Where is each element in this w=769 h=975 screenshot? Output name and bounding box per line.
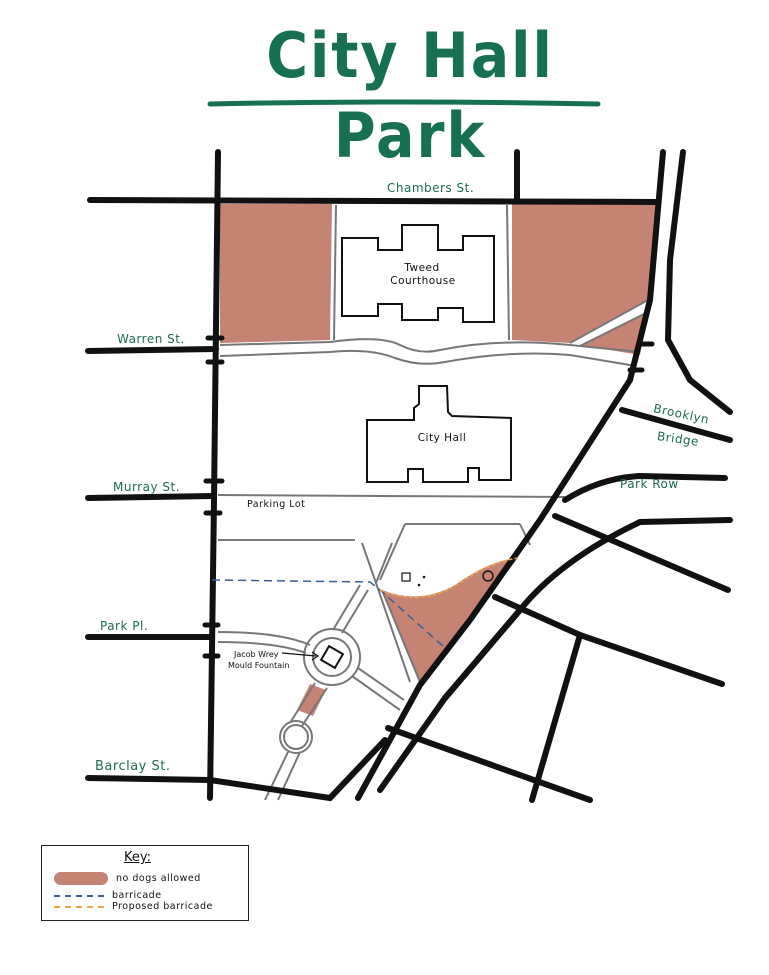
label-tweed-courthouse-2: Courthouse — [390, 275, 456, 287]
label-barclay-st: Barclay St. — [95, 759, 171, 774]
label-murray-st: Murray St. — [113, 480, 181, 494]
small-circle-marker — [482, 570, 494, 582]
street-east-2 — [492, 594, 725, 687]
legend-label: Proposed barricade — [112, 901, 213, 912]
barricade-swatch — [54, 894, 104, 897]
street-south-east — [385, 725, 593, 803]
park-row-east — [664, 149, 733, 415]
city-hall-outline — [366, 385, 512, 483]
label-tweed-courthouse-1: Tweed — [404, 262, 440, 274]
crosswalk-ticks — [202, 335, 655, 659]
label-chambers-st: Chambers St. — [387, 181, 475, 195]
legend-label: no dogs allowed — [116, 873, 201, 884]
legend-item-barricade: barricade — [54, 890, 162, 901]
map-legend: Key: no dogs allowed barricade Proposed … — [41, 845, 249, 921]
no-dogs-zone-small — [297, 684, 326, 716]
chambers-st — [87, 197, 660, 205]
label-parking-lot: Parking Lot — [247, 499, 306, 510]
legend-item-proposed-barricade: Proposed barricade — [54, 901, 213, 912]
legend-item-no-dogs: no dogs allowed — [54, 872, 201, 885]
page-title: City Hall Park — [266, 19, 554, 172]
label-fountain-1: Jacob Wrey — [234, 650, 279, 659]
centre-st-south — [377, 607, 523, 793]
fountain-arrow — [281, 652, 317, 657]
murray-st — [85, 493, 217, 501]
no-dogs-zone-east-corner — [580, 312, 648, 355]
warren-st — [85, 346, 219, 354]
barricade-line — [211, 579, 446, 649]
brooklyn-bridge-ramp — [619, 407, 733, 443]
label-park-row: Park Row — [620, 477, 679, 491]
street-east-1 — [552, 513, 731, 593]
legend-title: Key: — [124, 850, 152, 865]
no-dogs-zones — [220, 204, 657, 716]
proposed-barricade-swatch — [54, 905, 104, 908]
no-dogs-zone-northwest — [220, 204, 332, 343]
small-square-marker — [401, 572, 411, 582]
broadway-avenue — [207, 149, 221, 801]
centre-st-lower — [442, 517, 733, 701]
streets — [85, 149, 733, 803]
barclay-st — [85, 737, 388, 802]
tweed-courthouse-outline — [341, 224, 495, 323]
proposed-barricade-line — [379, 557, 519, 599]
street-south-diag — [529, 632, 583, 803]
park-row — [562, 472, 728, 503]
title-underline — [207, 99, 601, 107]
no-dogs-swatch — [54, 872, 108, 885]
fountain-icon — [319, 644, 345, 670]
park-paths — [217, 204, 649, 801]
no-dogs-zone-northeast — [512, 204, 657, 343]
label-fountain-2: Mould Fountain — [228, 661, 290, 670]
legend-label: barricade — [112, 890, 162, 901]
park-row-main — [355, 149, 666, 801]
label-city-hall: City Hall — [417, 432, 467, 444]
no-dogs-zone-southeast — [382, 558, 518, 682]
label-park-pl: Park Pl. — [100, 619, 149, 633]
label-warren-st: Warren St. — [117, 332, 185, 346]
